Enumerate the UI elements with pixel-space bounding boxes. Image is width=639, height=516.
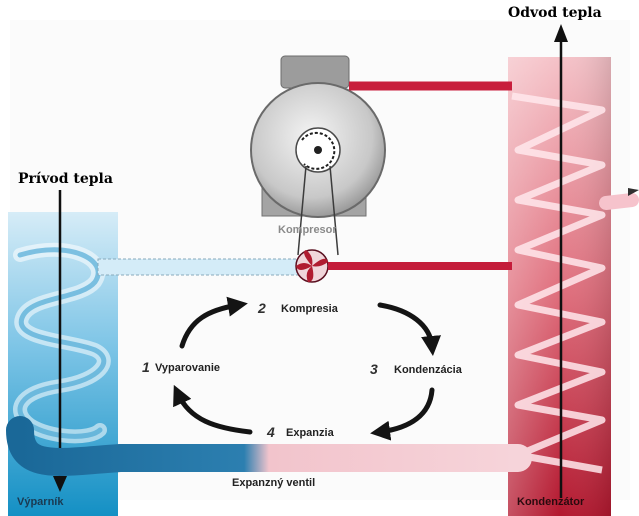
compressor-label: Kompresor <box>278 224 337 236</box>
cycle-arrow-4 <box>173 384 253 435</box>
step-2-label: Kompresia <box>281 303 339 315</box>
heat-in-label: Prívod tepla <box>18 171 113 187</box>
cycle-arrow-1 <box>179 296 248 349</box>
compressor <box>250 55 386 256</box>
step-4-number: 4 <box>266 424 275 440</box>
liquid-pipe <box>6 416 532 476</box>
expansion-valve-label: Expanzný ventil <box>232 477 315 489</box>
heat-in-arrow-icon <box>53 476 67 492</box>
fan-icon <box>296 250 328 282</box>
heat-out-label: Odvod tepla <box>508 5 602 21</box>
cycle-arrow-2 <box>377 302 441 356</box>
step-3-number: 3 <box>370 361 378 377</box>
suction-pipe <box>97 258 299 276</box>
step-3: 3 Kondenzácia <box>370 361 463 377</box>
step-4: 4 Expanzia <box>266 424 335 440</box>
step-4-label: Expanzia <box>286 427 335 439</box>
heat-out-arrow-icon <box>554 24 568 42</box>
condenser-label: Kondenzátor <box>517 496 585 508</box>
cycle-arrow-3 <box>370 387 435 441</box>
rotation-icon <box>301 131 336 170</box>
evaporator-label: Výparník <box>17 496 64 508</box>
step-2-number: 2 <box>257 300 266 316</box>
step-1-number: 1 <box>142 359 150 375</box>
step-3-label: Kondenzácia <box>394 364 463 376</box>
condenser <box>508 24 639 516</box>
compressor-valve <box>295 249 329 283</box>
cycle-arrows <box>173 296 441 441</box>
step-1: 1 Vyparovanie <box>142 359 220 375</box>
step-1-label: Vyparovanie <box>155 362 220 374</box>
step-2: 2 Kompresia <box>257 300 339 316</box>
